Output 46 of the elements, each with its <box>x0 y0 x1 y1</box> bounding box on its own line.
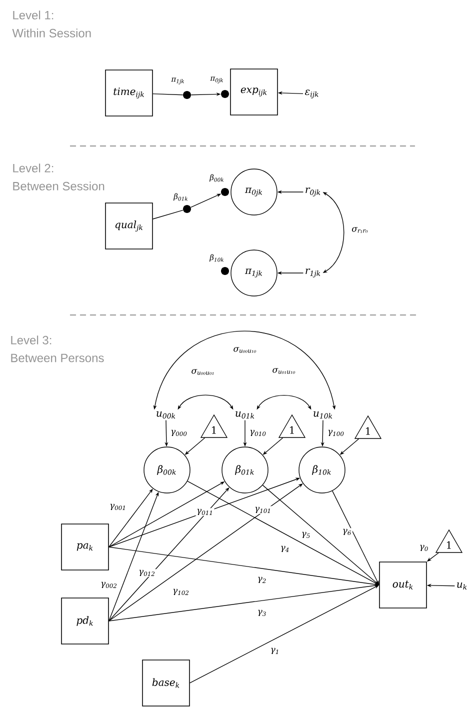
variable-label: r$_{1jk}$ <box>306 268 320 278</box>
edge-label: γ$_{3}$ <box>256 609 268 617</box>
edge-label: γ$_{001}$ <box>108 503 128 511</box>
level-heading: Level 1: <box>13 10 54 20</box>
edge-label: γ$_{102}$ <box>172 588 190 596</box>
edge-label: γ$_{000}$ <box>170 429 188 437</box>
variable-box: time$_{ijk}$ <box>105 70 153 116</box>
level-heading: Level 2: <box>13 164 54 172</box>
level-heading: Between Session <box>13 182 104 190</box>
edge-label: γ$_{6}$ <box>342 528 352 536</box>
edge-label: σ$_{u₀₀u₁₀}$ <box>232 346 258 354</box>
level-heading: Between Persons <box>11 354 104 362</box>
variable-label: u$_{01k}$ <box>236 411 254 419</box>
edge-label: γ$_{1}$ <box>270 647 280 655</box>
edge-label: γ$_{002}$ <box>100 581 118 589</box>
edge-label: γ$_{010}$ <box>248 429 268 437</box>
level-heading: Level 3: <box>11 336 52 344</box>
edge-label: σ$_{u₀₁u₁₀}$ <box>271 367 297 375</box>
level-heading: Within Session <box>12 28 91 38</box>
variable-box: pd$_{k}$ <box>61 598 109 644</box>
variable-label: r$_{0jk}$ <box>306 188 320 196</box>
path-line <box>152 93 184 96</box>
path-line <box>152 210 184 220</box>
path-dot <box>183 91 191 99</box>
edge-label: γ$_{012}$ <box>138 569 156 577</box>
variable-box: pa$_{k}$ <box>61 524 109 570</box>
edge-label: γ$_{2}$ <box>256 576 268 584</box>
path-dot <box>183 205 191 213</box>
variable-box: exp$_{ijk}$ <box>230 68 278 116</box>
variable-label: u$_{00k}$ <box>156 411 176 419</box>
variable-label: ε$_{ijk}$ <box>304 90 318 98</box>
edge-label: σ$_{r₁r₀}$ <box>350 226 370 234</box>
edge-label: γ$_{011}$ <box>196 508 214 516</box>
edge-label: γ$_{5}$ <box>300 531 312 539</box>
edge-label: γ$_{101}$ <box>254 506 272 514</box>
path-dot <box>221 188 229 196</box>
edge-label: γ$_{0}$ <box>418 544 430 552</box>
variable-box: base$_{k}$ <box>142 660 190 706</box>
edge-label: γ$_{100}$ <box>326 429 346 437</box>
path-dot <box>221 267 229 275</box>
variable-label: u$_{k}$ <box>457 582 467 590</box>
variable-label: u$_{10k}$ <box>314 411 332 419</box>
variable-box: out$_{k}$ <box>379 562 427 608</box>
edge-label: γ$_{4}$ <box>280 545 290 553</box>
variable-box: qual$_{jk}$ <box>105 202 153 250</box>
edge-label: σ$_{u₀₀u₀₁}$ <box>190 368 216 376</box>
